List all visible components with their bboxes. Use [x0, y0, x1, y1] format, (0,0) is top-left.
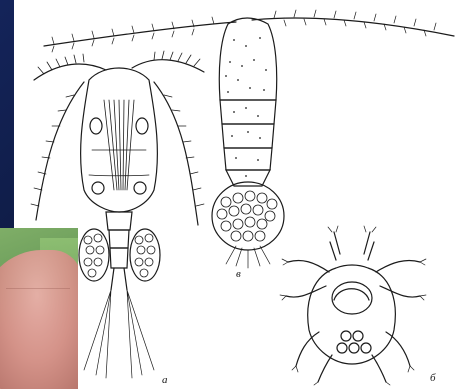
copepod-center-illustration — [44, 10, 454, 268]
finger-shape — [0, 250, 78, 389]
finger-photo-inset — [0, 228, 78, 389]
figure-label-a: а — [162, 374, 168, 386]
figure-label-b: б — [430, 372, 436, 384]
figure-label-c: в — [236, 268, 241, 280]
finger-skin-ridge — [6, 288, 70, 289]
illustration-plate: а в б — [14, 0, 462, 389]
water-mite-illustration — [280, 226, 426, 385]
zoology-line-drawing — [14, 0, 462, 389]
